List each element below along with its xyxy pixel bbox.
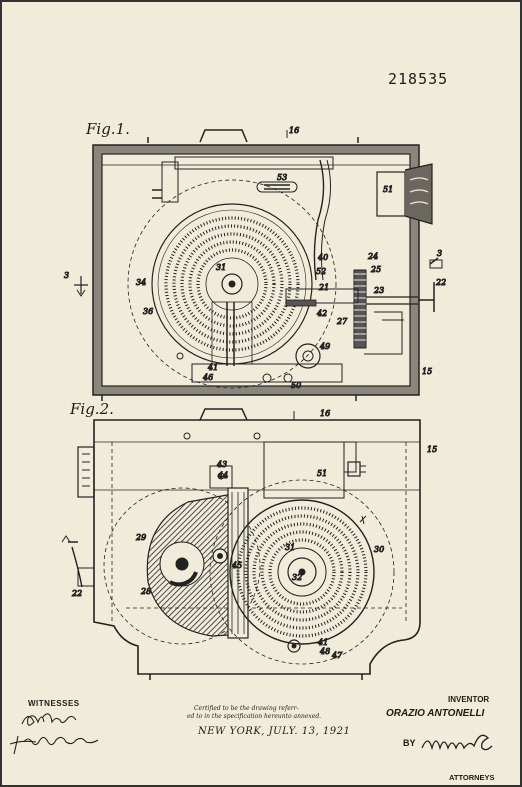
svg-text:31: 31 [216, 263, 226, 272]
svg-text:16: 16 [289, 126, 299, 135]
witness-signature-1 [21, 713, 77, 726]
svg-text:53: 53 [277, 173, 287, 182]
svg-text:45: 45 [231, 561, 242, 570]
svg-text:48: 48 [319, 647, 330, 656]
svg-text:43: 43 [216, 460, 227, 469]
figure-1-label: Fig.1. [86, 120, 130, 138]
svg-text:41: 41 [207, 363, 218, 372]
svg-text:16: 16 [320, 409, 330, 418]
attorneys-heading: ATTORNEYS [449, 773, 495, 782]
fig2-drawing: 16 15 43 44 51 29 28 45 31 32 30 22 41 4… [61, 408, 438, 680]
svg-text:50: 50 [291, 381, 301, 390]
certification-line-2: ed to in the specification hereunto anne… [187, 713, 322, 720]
svg-text:46: 46 [202, 373, 213, 382]
witnesses-heading: WITNESSES [28, 699, 80, 708]
svg-text:15: 15 [427, 445, 437, 454]
svg-text:51: 51 [383, 185, 393, 194]
svg-text:32: 32 [292, 573, 302, 582]
svg-text:30: 30 [374, 545, 384, 554]
svg-text:25: 25 [370, 265, 381, 274]
attorney-signature [421, 734, 493, 751]
svg-text:41: 41 [317, 638, 328, 647]
svg-text:52: 52 [316, 267, 326, 276]
by-label: BY [403, 738, 416, 748]
svg-text:47: 47 [331, 651, 343, 660]
svg-text:42: 42 [316, 309, 327, 318]
svg-text:28: 28 [140, 587, 151, 596]
svg-text:24: 24 [367, 252, 378, 261]
certification-place-date: NEW YORK, JULY. 13, 1921 [198, 726, 351, 737]
svg-text:40: 40 [317, 253, 328, 262]
svg-text:34: 34 [136, 278, 146, 287]
witness-signature-2 [9, 735, 99, 755]
svg-text:44: 44 [217, 471, 228, 480]
svg-text:22: 22 [435, 278, 446, 287]
figure-2-label: Fig.2. [70, 400, 114, 418]
svg-text:21: 21 [318, 283, 329, 292]
svg-text:29: 29 [135, 533, 146, 542]
svg-text:15: 15 [422, 367, 432, 376]
patent-number: 218535 [388, 70, 449, 88]
svg-text:3: 3 [64, 271, 69, 280]
svg-text:3: 3 [437, 249, 442, 258]
svg-text:22: 22 [71, 589, 82, 598]
svg-text:27: 27 [336, 317, 348, 326]
inventor-heading: INVENTOR [448, 695, 490, 704]
svg-text:23: 23 [373, 286, 384, 295]
svg-text:51: 51 [317, 469, 327, 478]
certification-line-1: Certified to be the drawing referr- [194, 705, 299, 712]
fig1-drawing: 16 53 51 40 24 25 52 23 22 21 42 27 3 3 … [64, 126, 447, 401]
svg-text:36: 36 [143, 307, 153, 316]
inventor-name: ORAZIO ANTONELLI [386, 708, 485, 719]
svg-text:31: 31 [285, 543, 295, 552]
svg-text:49: 49 [319, 342, 330, 351]
